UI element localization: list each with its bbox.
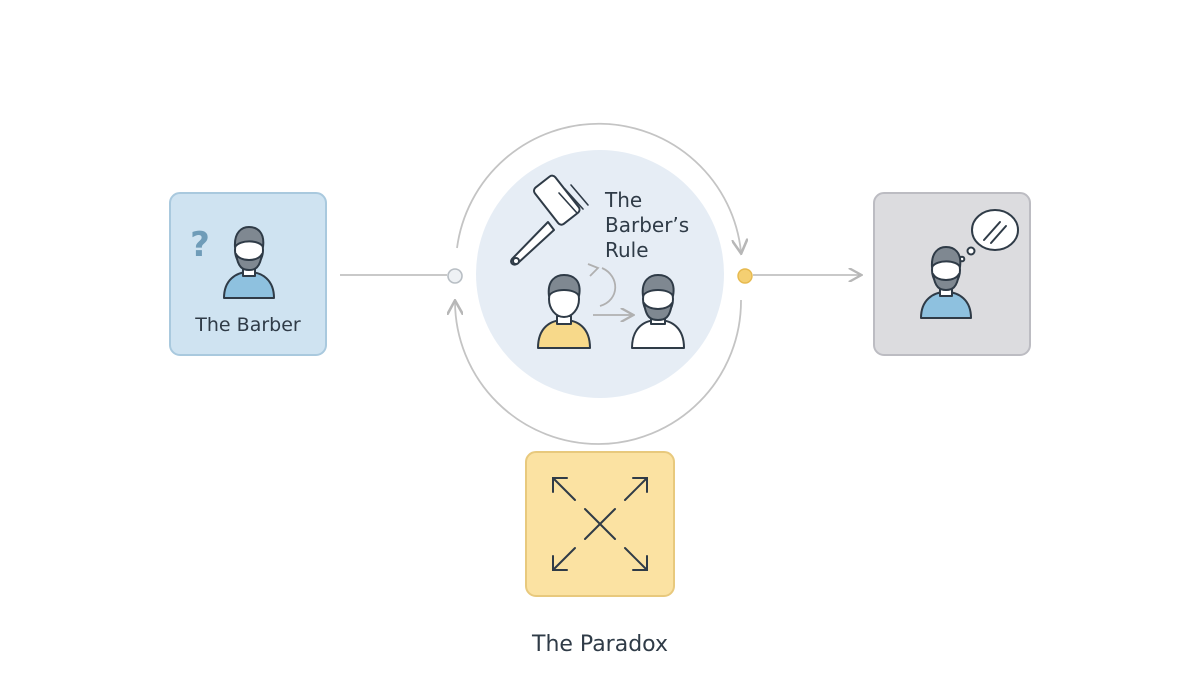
rule-title-line-1: The [604,188,642,212]
expand-arrows-x-icon [552,477,648,571]
dot-left [447,268,463,284]
thinker-person-icon [920,246,972,319]
rule-title-line-2: Barber’s [605,213,689,237]
thought-bubble-icon [958,209,1019,263]
loop-arc-right [456,122,741,252]
barber-node: ? The Barber [169,192,327,356]
rule-title-line-3: Rule [605,238,649,262]
paradox-node [525,451,675,597]
clean-shaven-person-icon [537,274,591,349]
thinker-node [873,192,1031,356]
question-mark: ? [190,225,210,265]
dot-right [737,268,753,284]
razor-icon [510,174,589,266]
bearded-person-icon [631,274,685,349]
rule-node: The Barber’s Rule [476,150,724,398]
loop-arc-left [455,300,742,445]
barber-person-icon [223,226,275,299]
return-arrow [599,267,617,307]
barber-label: The Barber [194,314,301,336]
paradox-label: The Paradox [531,632,668,657]
